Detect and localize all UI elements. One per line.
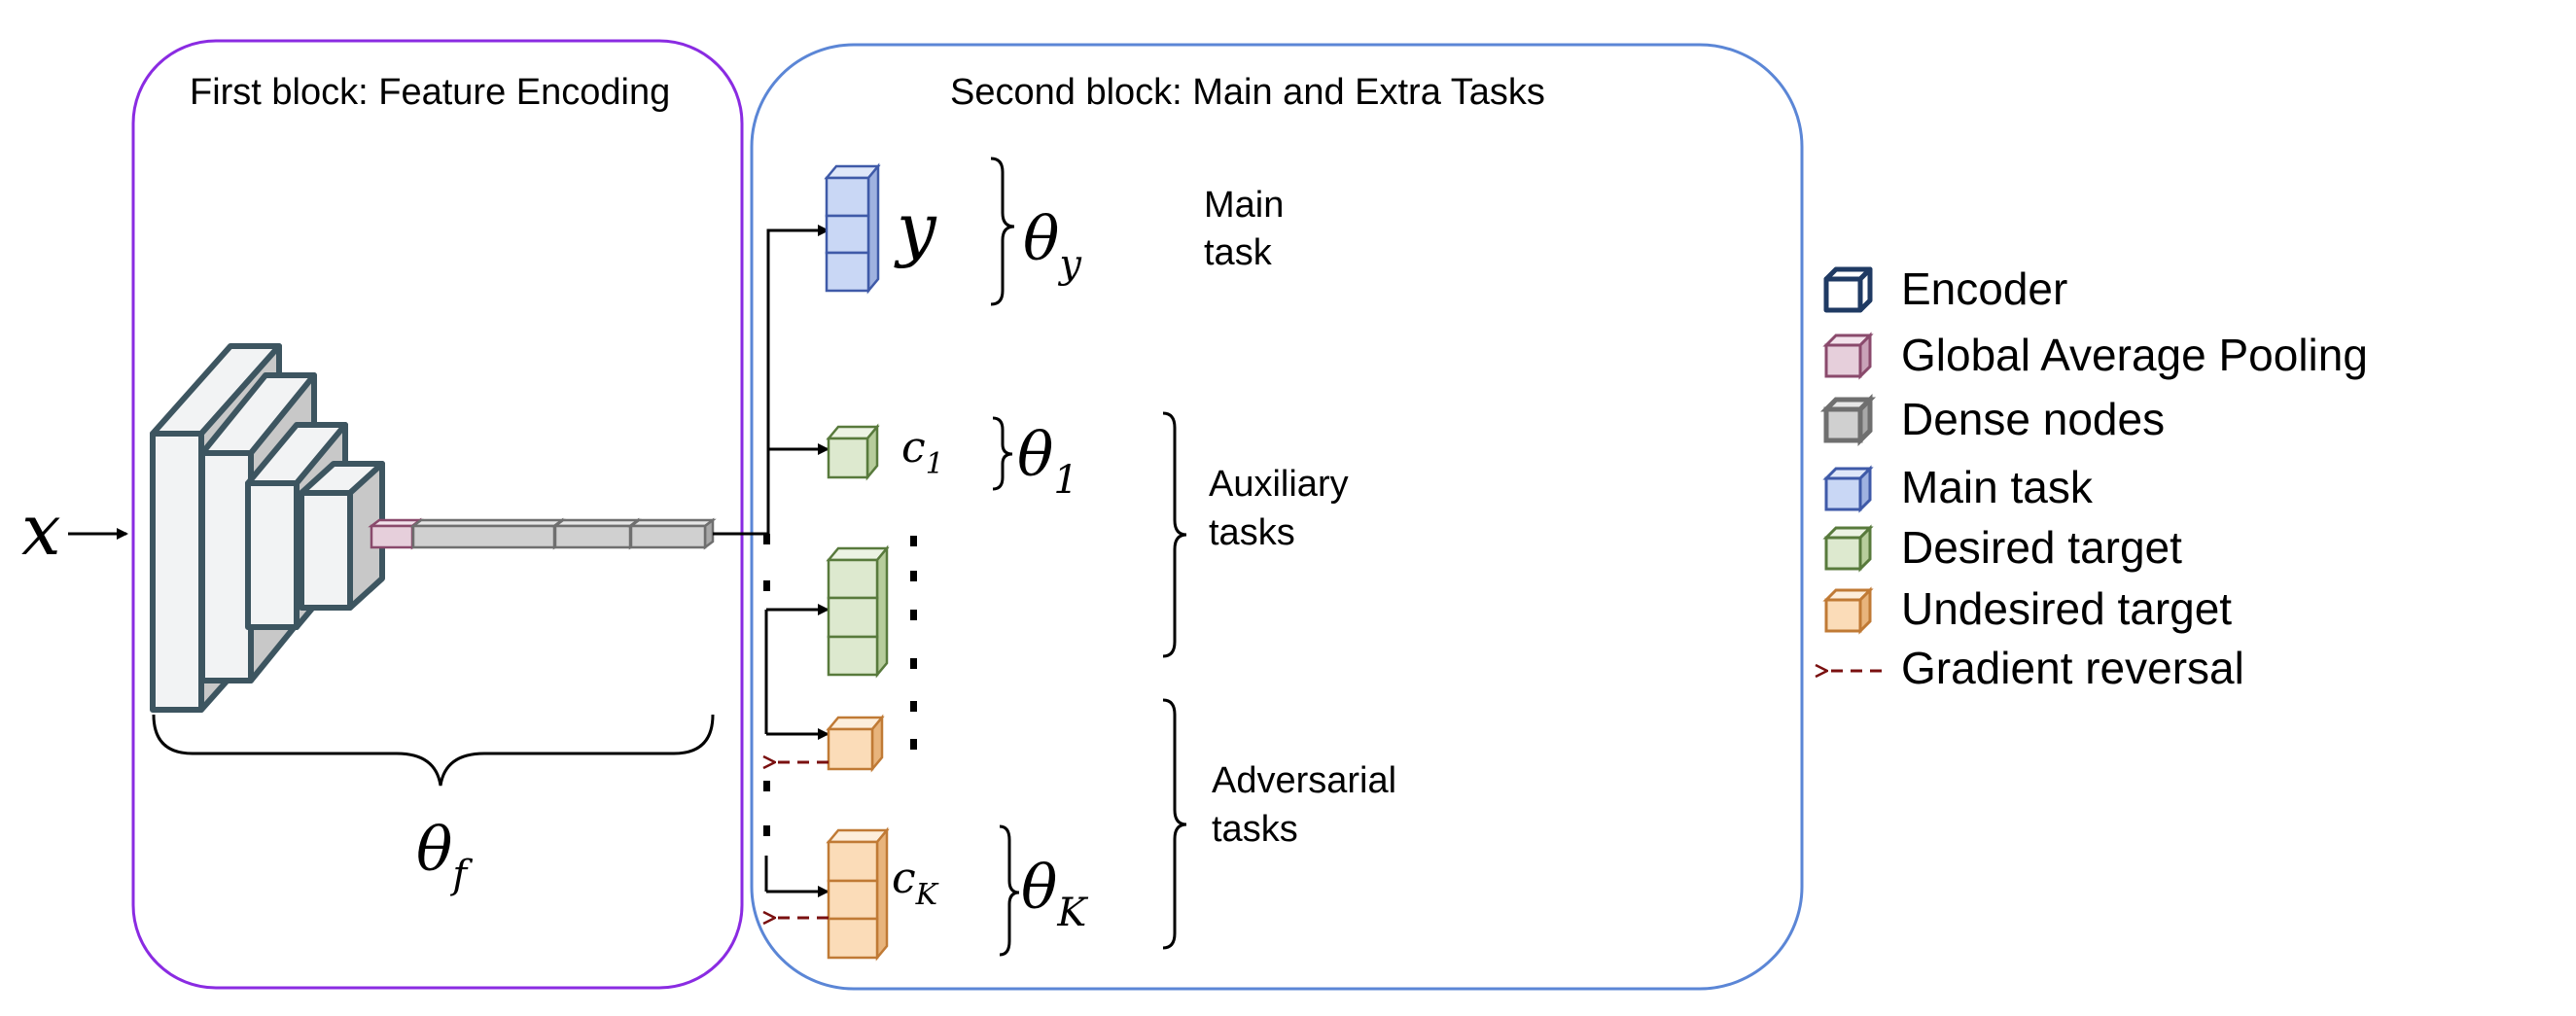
legend-desired-label: Desired target	[1901, 522, 2182, 573]
auxiliary-brace	[1162, 411, 1187, 658]
legend-dense-icon	[1819, 393, 1877, 447]
c1-cube	[826, 423, 880, 481]
legend-dense-label: Dense nodes	[1901, 394, 2165, 444]
theta-1-label: θ1	[1017, 419, 1078, 503]
main-output-symbol: y	[894, 188, 937, 269]
undesired-cube	[826, 714, 885, 773]
auxiliary-label: Auxiliary tasks	[1209, 464, 1359, 553]
first-block-title: First block: Feature Encoding	[190, 72, 670, 113]
legend-gap-icon	[1822, 332, 1874, 380]
second-block-title: Second block: Main and Extra Tasks	[950, 72, 1545, 113]
legend-desired-icon	[1822, 524, 1874, 573]
ck-label: cK	[892, 854, 939, 912]
desired-stack	[826, 544, 890, 679]
legend-main-icon	[1822, 465, 1874, 513]
encoder-layer-4	[299, 461, 385, 611]
first-block-frame	[131, 39, 744, 990]
legend-encoder-label: Encoder	[1901, 263, 2067, 314]
task-connectors	[713, 225, 829, 897]
legend-gap-label: Global Average Pooling	[1901, 330, 2368, 380]
theta-k-label: θK	[1021, 852, 1088, 935]
theta-y-brace	[990, 157, 1015, 306]
adversarial-brace	[1162, 698, 1187, 950]
legend-main-label: Main task	[1901, 462, 2094, 512]
ck-stack	[826, 826, 890, 962]
main-task-label: Main task	[1204, 185, 1294, 273]
legend-reversal-label: Gradient reversal	[1901, 643, 2244, 693]
theta-f-brace	[152, 714, 715, 787]
main-task-cubes	[824, 162, 881, 295]
adversarial-label: Adversarial tasks	[1212, 760, 1407, 850]
dense-nodes	[409, 517, 717, 550]
input-symbol: x	[21, 489, 61, 571]
theta-y-label: θy	[1023, 203, 1082, 287]
c1-label: c1	[901, 423, 944, 481]
theta-1-brace	[992, 416, 1013, 491]
legend-encoder-icon	[1823, 266, 1873, 313]
theta-f-label: θf	[416, 814, 473, 897]
second-block-frame	[750, 43, 1804, 991]
encoder-stack	[150, 343, 385, 713]
ellipsis-dots	[763, 534, 917, 836]
theta-k-brace	[999, 824, 1020, 957]
legend: Encoder Global Average Pooling Dense nod…	[1826, 263, 2368, 693]
legend-undesired-icon	[1822, 586, 1874, 635]
legend-undesired-label: Undesired target	[1901, 583, 2232, 634]
